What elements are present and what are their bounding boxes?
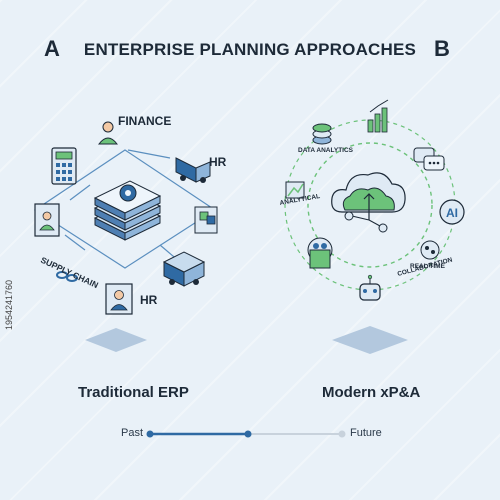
timeline-end-dot: [338, 430, 346, 438]
left-pedestal: [85, 328, 147, 352]
timeline-past-label: Past: [121, 427, 144, 439]
collaboration-icon: [420, 240, 440, 260]
panel-a-letter: A: [44, 36, 60, 61]
calculator-icon: [51, 147, 77, 185]
id-card-icon: [34, 203, 60, 237]
hr-bottom-label: HR: [140, 293, 158, 307]
hr-badge-icon: [105, 283, 133, 315]
ai-badge-icon: AI: [439, 199, 465, 225]
real-time-label-line1: REAL TIME: [410, 263, 446, 270]
supply-chain-label: SUPPLY CHAIN: [39, 255, 100, 290]
hr-top-label: HR: [209, 155, 227, 169]
truck-bottom-icon: [162, 251, 206, 287]
network-icon: [344, 211, 388, 233]
person-icon: [97, 121, 119, 145]
server-stack-icon: [93, 180, 162, 241]
traditional-erp-caption: Traditional ERP: [78, 384, 189, 401]
coins-icon: [312, 123, 332, 145]
ai-label: AI: [446, 206, 458, 220]
panel-b-letter: B: [434, 36, 450, 61]
team-icon: [307, 237, 333, 269]
chat-bubbles-icon: [413, 147, 445, 171]
growth-chart-icon: [285, 181, 305, 199]
truck-icon: [175, 157, 211, 183]
documents-icon: [194, 206, 218, 234]
chain-icon: [56, 271, 78, 282]
timeline-future-label: Future: [350, 427, 382, 439]
robot-icon: [359, 274, 381, 301]
real-time-label-line2: COLLABORATION: [397, 256, 454, 277]
data-analytics-label: DATA ANALYTICS: [298, 147, 354, 154]
modern-xpa-diagram: AI DATA ANALYTICS ANALYTICAL REAL T: [279, 99, 465, 354]
finance-label: FINANCE: [118, 114, 171, 128]
timeline-start-dot: [146, 430, 154, 438]
timeline-mid-dot: [244, 430, 252, 438]
gear-icon: [119, 184, 137, 202]
bar-chart-icon: [367, 99, 389, 133]
stock-id-watermark: 1954241760: [4, 279, 14, 330]
page-title: ENTERPRISE PLANNING APPROACHES: [83, 40, 417, 59]
traditional-erp-diagram: FINANCE HR SUPPLY CHAIN HR: [33, 114, 227, 352]
right-pedestal: [332, 326, 408, 354]
inner-ring: [307, 142, 433, 268]
cloud-icon: [331, 172, 406, 220]
timeline: [146, 430, 346, 438]
modern-xpa-caption: Modern xP&A: [322, 384, 421, 401]
diamond-outline: [33, 149, 217, 269]
